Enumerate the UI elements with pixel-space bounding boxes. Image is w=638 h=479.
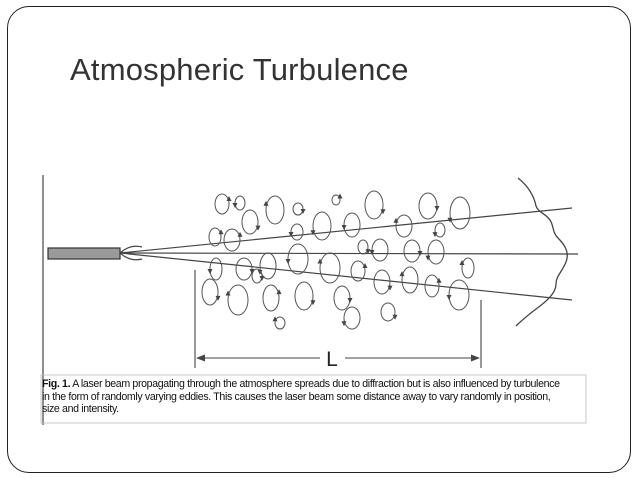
eddy-arrow [237, 231, 243, 237]
eddy-circle [265, 195, 285, 225]
eddy-circle [418, 192, 438, 220]
eddy-arrow [218, 229, 224, 235]
eddy-arrow [257, 269, 263, 275]
eddy-circle [294, 281, 314, 311]
eddy-arrow [263, 200, 269, 206]
caption-line-1: A laser beam propagating through the atm… [72, 378, 560, 390]
eddy-arrow [393, 217, 399, 223]
eddy-circle [434, 222, 446, 238]
eddy-arrow [225, 290, 231, 296]
eddy-arrow [310, 230, 316, 236]
eddy-arrow [249, 269, 255, 274]
eddy-arrow [288, 232, 294, 237]
eddy-circle [343, 306, 361, 330]
eddy-arrow [341, 321, 347, 327]
eddy-circle [449, 196, 471, 230]
receiver-outline [515, 177, 568, 327]
eddy-arrow [392, 314, 398, 320]
eddy-circle [373, 269, 391, 295]
slide-title: Atmospheric Turbulence [70, 52, 409, 87]
eddy-circle [401, 266, 419, 294]
caption-label: Fig. 1. [42, 378, 71, 390]
eddy-circle [262, 284, 280, 312]
eddy-arrow [399, 271, 405, 277]
eddy-arrow [417, 251, 423, 256]
eddy-arrow [425, 255, 431, 261]
eddy-circle [259, 252, 277, 280]
eddy-arrow [207, 269, 213, 274]
eddy-arrow [317, 258, 323, 264]
eddy-circle [424, 274, 440, 298]
distance-marker [194, 270, 482, 368]
eddy-arrow [300, 209, 306, 214]
eddy-circle [227, 284, 249, 316]
laser-source [47, 247, 121, 260]
eddy-circle [208, 227, 222, 247]
eddy-arrow [347, 298, 353, 303]
eddy-arrow [255, 225, 261, 231]
eddy-arrow [215, 295, 221, 301]
eddy-circle [201, 278, 219, 306]
distance-label: L [326, 348, 338, 371]
caption-line-3: size and intensity. [42, 403, 119, 416]
eddy-arrow [285, 259, 291, 264]
eddy-arrow [337, 193, 343, 199]
eddy-circle [274, 316, 286, 330]
eddy-arrow [447, 217, 453, 223]
eddy-arrow [459, 260, 465, 265]
eddy-arrow [380, 209, 386, 215]
beam-lines [119, 207, 579, 301]
eddy-arrow [446, 295, 452, 300]
eddy-circle [214, 193, 230, 215]
eddy-arrow [226, 196, 232, 201]
eddy-arrow [276, 289, 282, 295]
eddy-arrow [434, 206, 440, 211]
eddy-circle [448, 279, 470, 311]
eddy-circle [350, 260, 366, 282]
eddy-circle [223, 228, 241, 252]
eddy-arrow [387, 285, 393, 291]
eddy-circle [331, 194, 341, 206]
eddy-circle [287, 243, 309, 275]
eddy-circle [357, 239, 369, 255]
figure-caption: Fig. 1. A laser beam propagating through… [42, 378, 582, 416]
eddy-arrow [365, 249, 371, 255]
caption-frame [40, 374, 587, 424]
eddy-circle [461, 257, 475, 279]
eddy-circle [319, 252, 341, 284]
eddy-circle [364, 190, 384, 220]
eddy-arrow [232, 203, 238, 208]
eddy-arrow [272, 316, 278, 322]
eddy-arrow [341, 225, 347, 230]
caption-line-2: in the form of randomly varying eddies. … [42, 390, 551, 403]
eddy-circle [395, 214, 413, 238]
eddy-arrow [369, 250, 375, 255]
eddy-circle [380, 302, 396, 322]
eddy-arrow [362, 263, 368, 268]
eddy-circle [241, 209, 259, 235]
eddy-arrow [259, 276, 265, 281]
eddy-arrow [436, 277, 442, 283]
eddies-group [201, 190, 475, 330]
eddy-circle [312, 211, 332, 241]
eddy-arrow [432, 232, 438, 238]
eddy-circle [427, 239, 445, 265]
eddy-arrow [310, 300, 316, 306]
